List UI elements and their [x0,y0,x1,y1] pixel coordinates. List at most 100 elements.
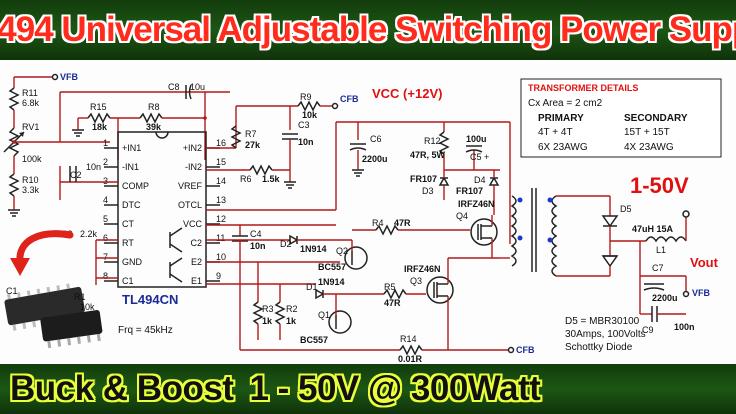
ic-pin-left-name: CT [122,219,134,229]
q2-ref: Q2 [336,246,348,256]
cfb-label-top: CFB [340,94,359,104]
c3-ref: C3 [298,120,310,130]
feedback-network: VFB R11 6.8k RV1 100k R10 3.3k [3,72,110,217]
footer-caption: Buck & Boost 1 - 50V @ 300Watt [10,369,541,409]
footer-right: 1 - 50V @ 300Watt [249,369,541,408]
fr107-diodes: FR107 D3 D4 FR107 [410,170,500,215]
ground-return: R14 0.01R CFB [240,322,535,364]
r9-ref: R9 [300,92,312,102]
c4-ref: C4 [250,229,262,239]
d5-note-line-1: D5 = MBR30100 [565,316,640,327]
r3-resistor [252,301,264,325]
vout-label: Vout [690,255,719,270]
secondary-turns: 15T + 15T [624,127,670,138]
r13-val: 2.2k [80,229,98,239]
l1-ref: L1 [656,245,666,255]
d5-ref: D5 [620,204,632,214]
page-title: TL494 Universal Adjustable Switching Pow… [0,10,736,49]
ic-pin-left-name: +IN1 [122,143,141,153]
ic-pin-left-8: 8 [103,271,108,281]
transformer [500,122,558,277]
vfb-terminal [51,73,59,81]
r2-ref: R2 [286,304,298,314]
c2-ref: C2 [70,170,82,180]
r14-ref: R14 [400,334,417,344]
ic-pin-right-15: 15 [216,157,226,167]
q2-val: BC557 [318,262,346,272]
current-sense-network: R7 27k R9 10k CFB C3 10n R6 1.5k [206,92,359,189]
r3-val: 1k [262,316,273,326]
secondary-title: SECONDARY [624,113,688,124]
schematic: VFB R11 6.8k RV1 100k R10 3.3k [3,72,722,364]
q4-val: IRFZ46N [458,199,495,209]
rv1-ref: RV1 [22,122,39,132]
footer-banner: Buck & Boost 1 - 50V @ 300Watt [0,364,736,414]
r4-ref: R4 [372,218,384,228]
ic-pin-right-name: E1 [191,276,202,286]
r8-val: 39k [146,122,162,132]
transformer-area: Cx Area = 2 cm2 [528,98,603,109]
vcc-rail: VCC (+12V) C6 2200u R12 47R, 5W 100u C5 … [206,86,510,226]
rv1-val: 100k [22,154,42,164]
transformer-heading: TRANSFORMER DETAILS [528,83,638,93]
r7-val: 27k [245,140,261,150]
q1-val: BC557 [300,335,328,345]
r6-resistor [249,164,273,176]
r8-resistor [139,112,163,124]
ic-pin-right-name: VCC [183,219,203,229]
output-vfb-label: VFB [692,288,711,298]
r12-resistor [438,131,450,155]
ic-pin-left-name: C1 [122,276,134,286]
q1-ref: Q1 [318,310,330,320]
q4-ref: Q4 [456,211,468,221]
q3-ref: Q3 [410,276,422,286]
r11-ref: R11 [22,88,38,98]
r4-val: 47R [394,218,411,228]
r15-ref: R15 [90,102,107,112]
primary-turns: 4T + 4T [538,127,573,138]
r2-val: 1k [286,316,297,326]
cfb-label-bottom: CFB [516,345,535,355]
c6-ref: C6 [370,134,382,144]
output-stage: 1-50V D5 47uH 15A L1 Vout C7 2200u [556,173,719,335]
primary-title: PRIMARY [538,113,584,124]
ic-pin-right-name: -IN2 [185,162,202,172]
ic-pin-left-3: 3 [103,176,108,186]
c5-val: 100u [466,134,487,144]
ic-pin-right-12: 12 [216,214,226,224]
d4-val: FR107 [456,186,483,196]
c5-ref: C5 + [470,152,489,162]
r9-val: 10k [302,110,318,120]
d2-ref: D2 [280,239,292,249]
ic-pin-left-6: 6 [103,233,108,243]
ic-pin-right-11: 11 [216,233,225,243]
top-feedback: C8 10u R15 18k R8 39k [59,82,230,160]
r8-ref: R8 [148,102,160,112]
ic-pin-right-name: VREF [178,181,203,191]
secondary-wire: 4X 23AWG [624,142,674,153]
r15-val: 18k [92,122,108,132]
ic-pin-left-name: RT [122,238,134,248]
c3-val: 10n [298,137,314,147]
r2-resistor [274,301,286,325]
r10-val: 3.3k [22,185,40,195]
vfb-label: VFB [60,72,79,82]
d5-note: D5 = MBR30100 30Amps, 100Volts Schottky … [565,316,646,353]
ic-pin-right-16: 16 [216,138,226,148]
r14-resistor [399,344,423,356]
dip-chip-photo: C1 R1 10k [4,230,103,349]
ic-pin-left-name: COMP [122,181,149,191]
d4-ref: D4 [474,175,486,185]
ground-symbol [8,209,20,217]
r9-resistor [297,100,321,112]
r11-resistor [8,87,20,111]
footer-left: Buck & Boost [10,369,234,408]
c9-ref: C9 [642,325,654,335]
ic-pin-right-name: E2 [191,257,202,267]
title-banner: TL494 Universal Adjustable Switching Pow… [0,0,736,60]
q3-val: IRFZ46N [404,264,441,274]
r5-ref: R5 [384,282,396,292]
ic-pin-right-name: OTCL [178,200,202,210]
driver-stages: D2 1N914 R4 47R Q2 BC557 D1 1N914 R5 47R [206,218,470,345]
